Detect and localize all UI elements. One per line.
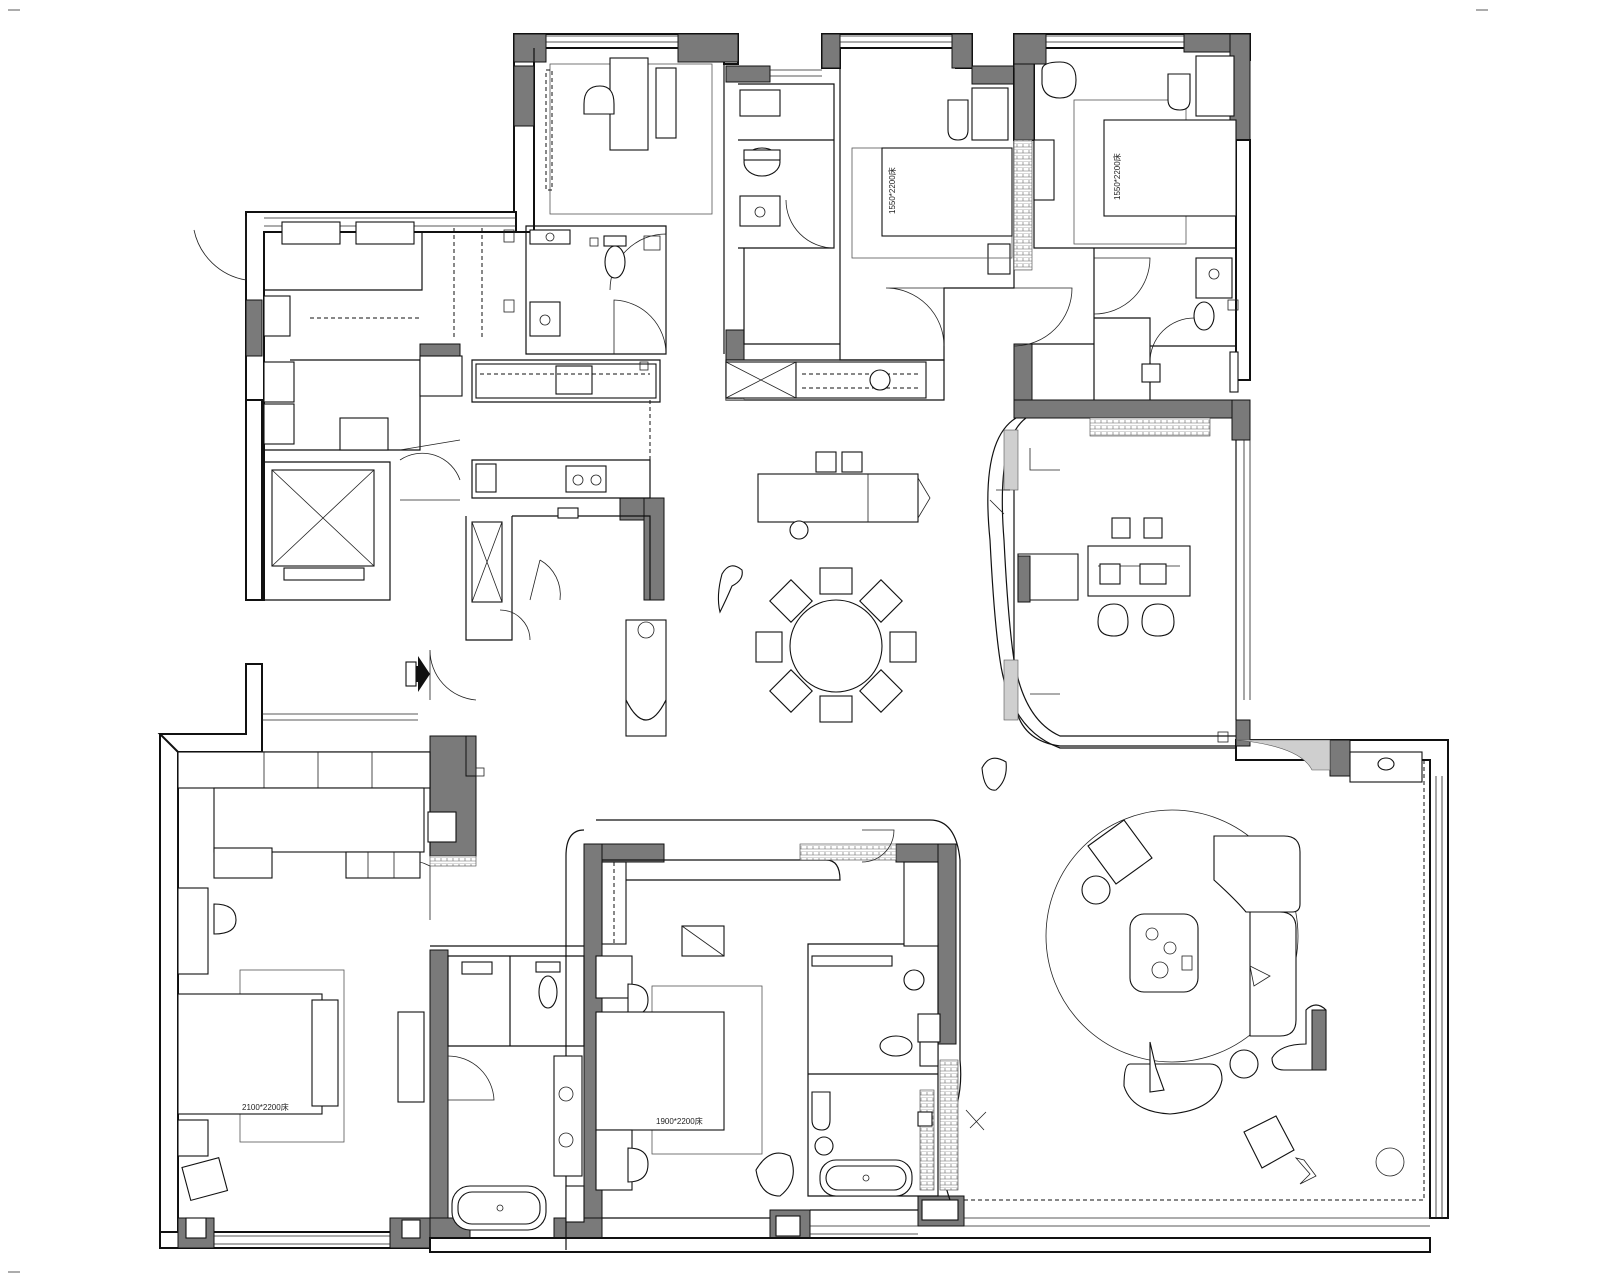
doors xyxy=(193,199,1195,1101)
corridor-cabinets xyxy=(725,361,927,399)
bedroom-south-center: 1900*2200床 xyxy=(595,861,939,1237)
bath-south-center xyxy=(811,955,987,1221)
bath-south-west xyxy=(448,961,585,1231)
fixture-markers xyxy=(475,237,1239,777)
bed-north-center: 1550*2200床 xyxy=(851,147,1013,259)
bed-label-south-center: 1900*2200床 xyxy=(656,1116,703,1126)
curved-wall xyxy=(565,417,1331,1250)
windows xyxy=(214,35,1443,1245)
west-utility xyxy=(263,221,515,451)
bed-label-south-west: 2100*2200床 xyxy=(242,1102,289,1112)
dining xyxy=(717,451,931,723)
bed-label-north-center: 1550*2200床 xyxy=(887,167,897,214)
bath-north-west xyxy=(529,229,661,337)
elevator xyxy=(271,469,503,603)
bedroom-south-west: 2100*2200床 xyxy=(177,751,457,1239)
bed-label-north-east: 1550*2200床 xyxy=(1112,153,1122,200)
living-room xyxy=(964,751,1425,1201)
bed-north-east: 1550*2200床 xyxy=(1033,55,1239,393)
kitchen-east xyxy=(1017,448,1191,695)
bath-north-center xyxy=(739,87,1011,275)
kitchen-west xyxy=(475,363,667,737)
crop-marks xyxy=(8,9,1488,1273)
study-furniture xyxy=(545,57,713,215)
entry-arrow xyxy=(405,656,430,692)
